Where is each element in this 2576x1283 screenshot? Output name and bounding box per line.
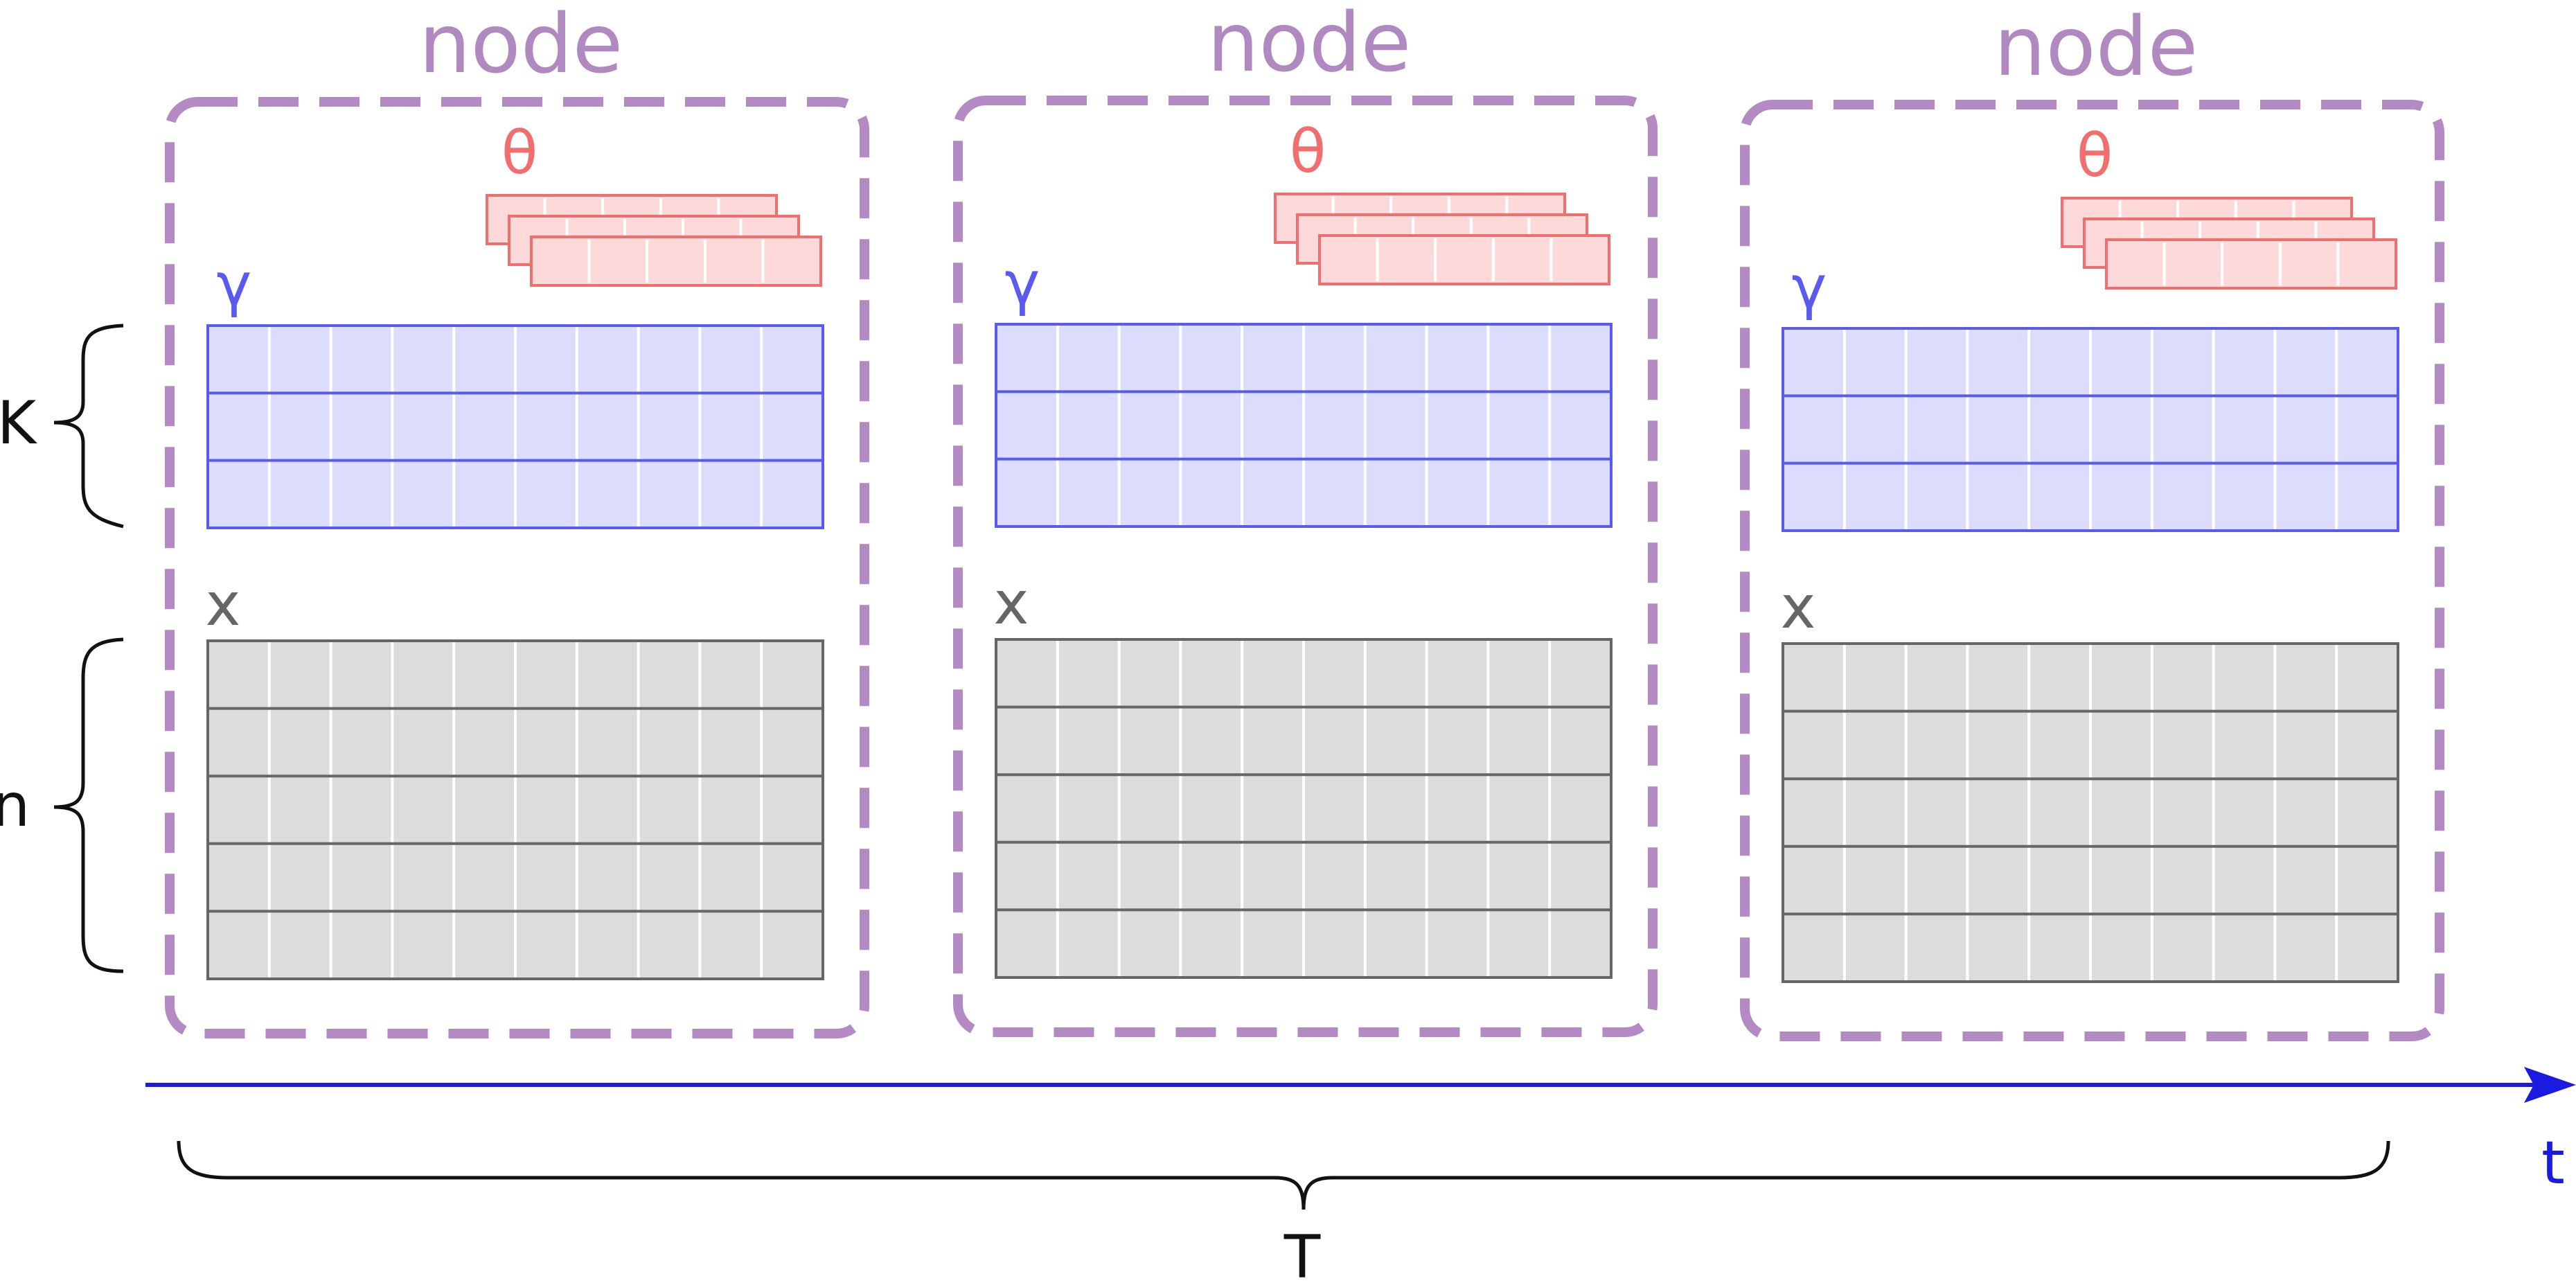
node-2-theta-stack [1274, 193, 1610, 285]
node-2-border [953, 96, 1658, 1037]
node-2-gamma-label: γ [1005, 249, 1040, 318]
node-3-label: node [1994, 0, 2198, 94]
theta-layer [1318, 234, 1610, 285]
node-1-border [165, 97, 869, 1038]
x-grid-border [206, 639, 824, 980]
node-3-theta-stack [2061, 197, 2397, 290]
node-2-gamma-grid [995, 323, 1613, 528]
node-1-label: node [419, 0, 623, 91]
x-grid-border [1782, 642, 2399, 983]
gamma-grid-border [995, 323, 1613, 528]
time-axis-label: t [2541, 1129, 2565, 1198]
node-1: node θ γ x [165, 0, 869, 1038]
node-1-theta-label: θ [501, 118, 538, 188]
node-2: node θ γ x [953, 0, 1658, 1037]
theta-layer [2105, 238, 2397, 290]
gamma-grid-border [1782, 327, 2399, 532]
k-brace [53, 324, 124, 529]
node-2-label: node [1207, 0, 1411, 90]
node-3-border [1740, 100, 2444, 1041]
n-brace [53, 637, 124, 973]
node-3-gamma-label: γ [1792, 253, 1827, 322]
node-2-theta-label: θ [1290, 117, 1326, 186]
node-2-x-label: x [994, 569, 1029, 638]
t-total-label: T [1283, 1223, 1321, 1283]
t-brace [177, 1140, 2390, 1210]
x-grid-border [995, 638, 1613, 979]
node-1-gamma-label: γ [217, 250, 252, 319]
node-3-theta-label: θ [2077, 121, 2113, 191]
node-1-x-label: x [206, 570, 241, 639]
node-3-x-label: x [1781, 573, 1816, 642]
node-3: node θ γ x [1740, 0, 2444, 1041]
n-dimension-label: n [0, 771, 30, 840]
node-1-gamma-grid [206, 324, 824, 529]
k-dimension-label: K [0, 389, 38, 458]
gamma-grid-border [206, 324, 824, 529]
node-1-x-grid [206, 639, 824, 980]
time-axis-arrowhead [2524, 1067, 2576, 1103]
node-2-x-grid [995, 638, 1613, 979]
theta-layer [530, 236, 822, 287]
node-1-theta-stack [486, 194, 822, 287]
node-3-x-grid [1782, 642, 2399, 983]
node-3-gamma-grid [1782, 327, 2399, 532]
